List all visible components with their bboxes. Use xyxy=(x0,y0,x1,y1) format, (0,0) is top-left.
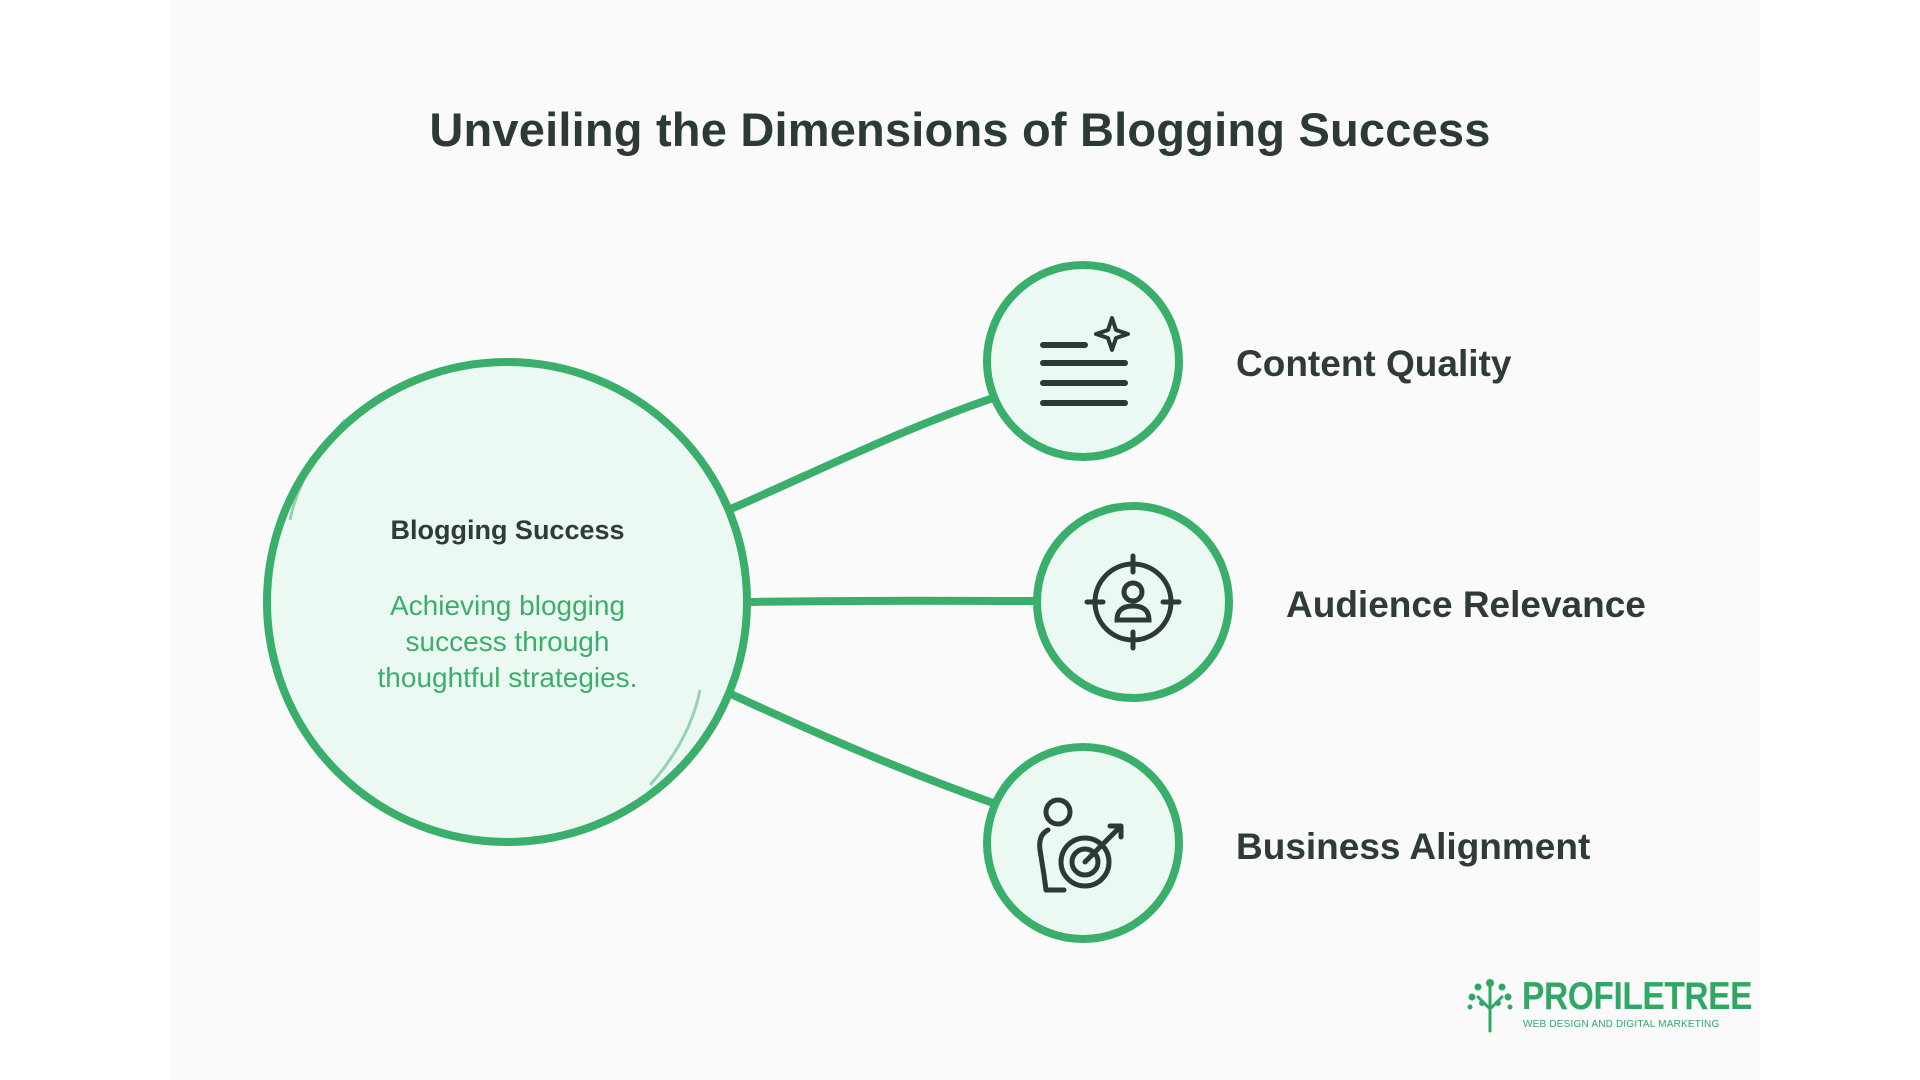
target-person-icon xyxy=(1084,553,1182,651)
person-with-target-dart-icon xyxy=(1037,797,1124,893)
center-circle xyxy=(263,358,751,846)
logo-name: PROFILETREE xyxy=(1522,975,1753,1018)
center-description-line: success through xyxy=(405,626,610,657)
node-label-audience-relevance: Audience Relevance xyxy=(1286,584,1646,625)
diagram-title: Unveiling the Dimensions of Blogging Suc… xyxy=(429,103,1491,156)
center-description-line: Achieving blogging xyxy=(389,590,626,621)
tree-logo-icon xyxy=(1467,979,1513,1033)
connector-business-alignment xyxy=(729,691,997,807)
center-description: Achieving blogging success through thoug… xyxy=(320,588,695,696)
center-description-line: thoughtful strategies. xyxy=(377,662,638,693)
connector-audience-relevance xyxy=(748,596,1039,606)
connector-content-quality xyxy=(729,394,997,512)
center-title: Blogging Success xyxy=(390,515,625,545)
profiletree-logo: PROFILETREE WEB DESIGN AND DIGITAL MARKE… xyxy=(1462,975,1753,1035)
logo-tagline: WEB DESIGN AND DIGITAL MARKETING xyxy=(1523,1019,1720,1030)
node-label-business-alignment: Business Alignment xyxy=(1236,826,1591,867)
node-label-content-quality: Content Quality xyxy=(1236,343,1512,384)
node-circle-business-alignment xyxy=(983,743,1183,943)
text-lines-sparkle-icon xyxy=(1040,316,1130,406)
connectors xyxy=(729,394,1039,807)
